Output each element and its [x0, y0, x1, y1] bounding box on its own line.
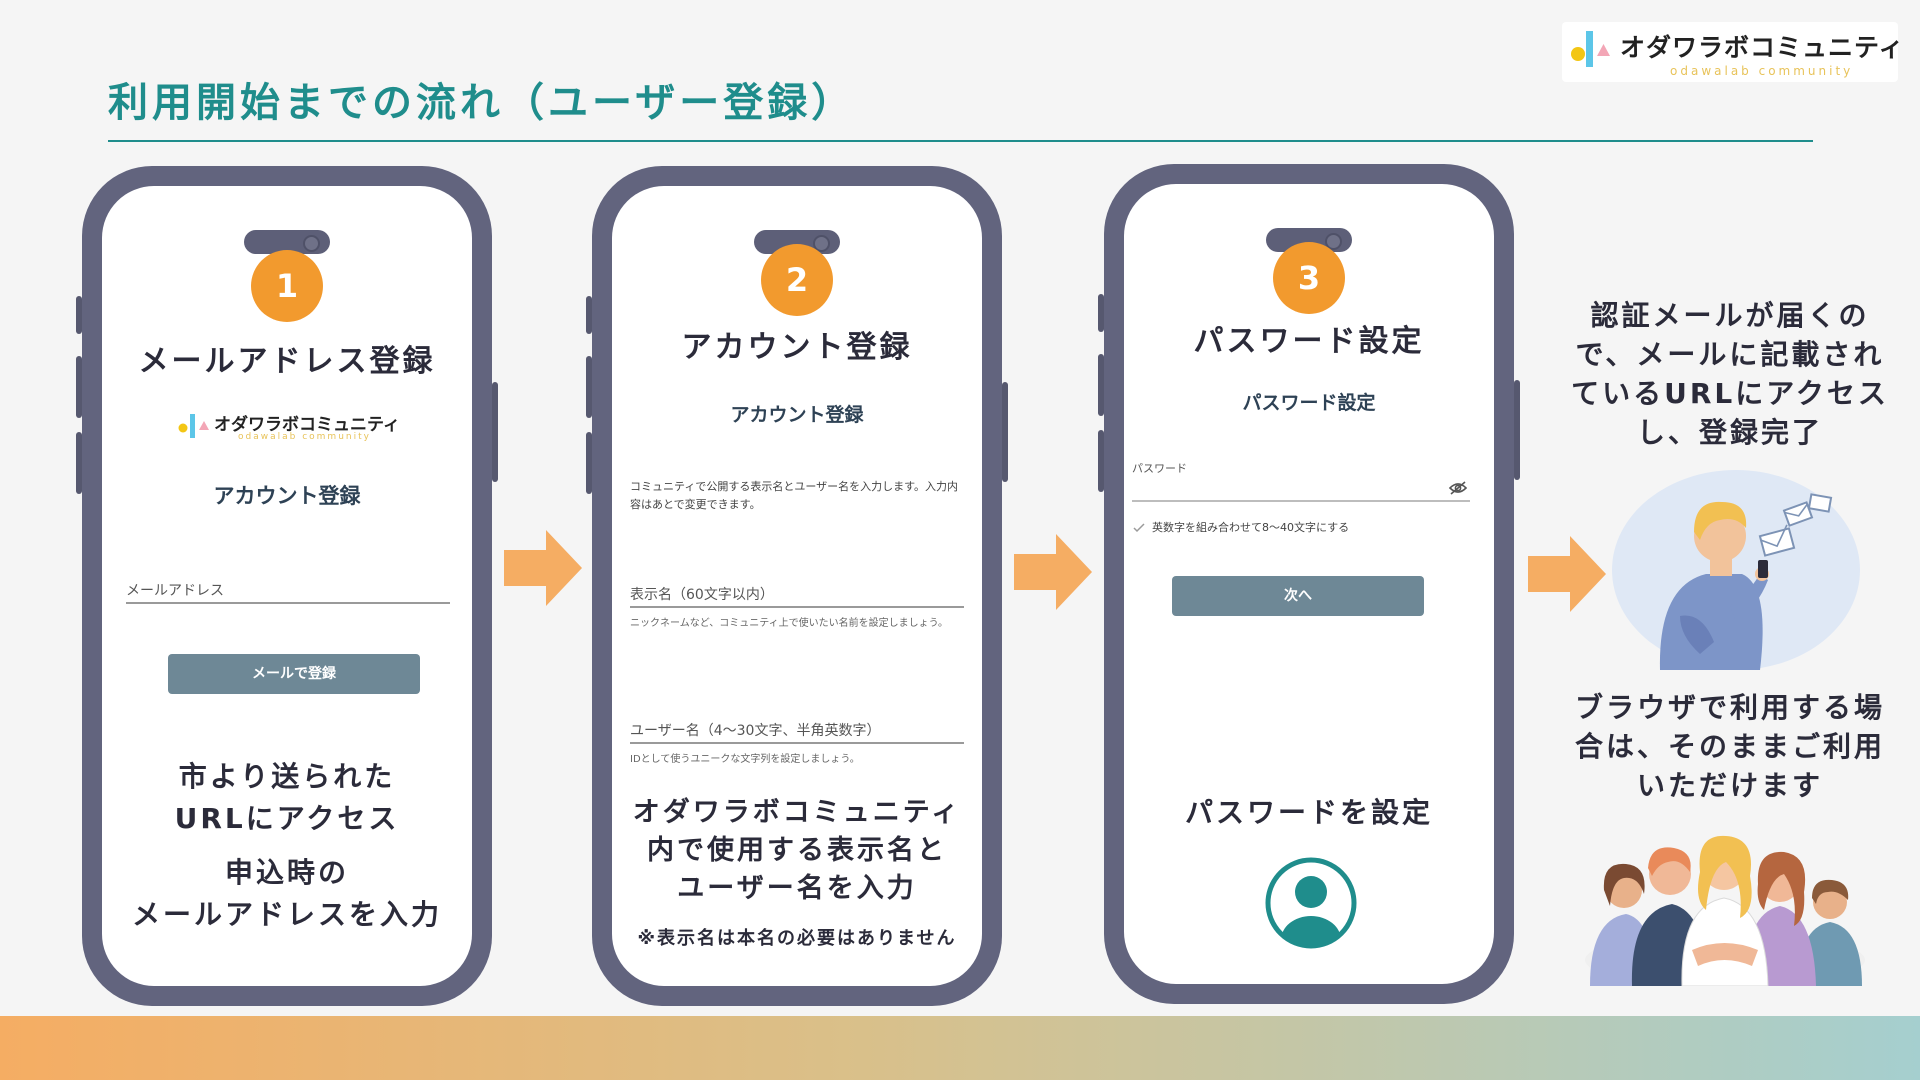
email-field[interactable]	[126, 602, 450, 604]
phone-side-button	[1098, 294, 1104, 332]
person-receiving-email-illustration	[1612, 470, 1860, 670]
step-2-note: ※表示名は本名の必要はありません	[637, 928, 957, 949]
phone-side-button	[1098, 354, 1104, 416]
arrow-right-icon	[504, 530, 582, 606]
phone-notch	[754, 230, 840, 254]
arrow-right-icon	[1014, 534, 1092, 610]
browser-usage-desc-line: 合は、そのままご利用	[1574, 730, 1885, 763]
password-field[interactable]	[1132, 500, 1470, 502]
phone-side-button	[586, 432, 592, 494]
display-name-label: 表示名（60文字以内）	[630, 587, 774, 603]
phone-screen: 2 アカウント登録 アカウント登録 コミュニティで公開する表示名とユーザー名を入…	[612, 186, 982, 986]
completion-desc-line: 認証メールが届くの	[1590, 299, 1870, 332]
phone-step-3: 3 パスワード設定 パスワード設定 パスワード 英数字を組み合わせて8〜40文字…	[1098, 164, 1520, 1004]
phone-side-button	[1514, 380, 1520, 480]
card-heading: アカウント登録	[730, 404, 864, 426]
completion-desc: 認証メールが届くの で、メールに記載され ているURLにアクセス し、登録完了	[1560, 296, 1900, 452]
username-hint: IDとして使うユニークな文字列を設定しましょう。	[630, 754, 860, 765]
arrow-right-icon	[1528, 536, 1606, 612]
phone-screen: 1 メールアドレス登録 オダワラボコミュニティ odawalab communi…	[102, 186, 472, 986]
phone-side-button	[1002, 382, 1008, 482]
step-2-desc-line-2: 内で使用する表示名と	[647, 835, 947, 866]
user-avatar-icon	[1265, 857, 1357, 949]
card-logo-mark-icon	[178, 414, 209, 438]
brand-logo-sub: odawalab community	[1670, 64, 1854, 78]
step-3-badge: 3	[1273, 242, 1345, 314]
brand-logo: オダワラボコミュニティ odawalab community	[1562, 22, 1904, 82]
step-2-badge: 2	[761, 244, 833, 316]
phone-screen: 3 パスワード設定 パスワード設定 パスワード 英数字を組み合わせて8〜40文字…	[1124, 184, 1494, 984]
completion-desc-line: し、登録完了	[1636, 416, 1823, 449]
phone-side-button	[1098, 430, 1104, 492]
password-field-label: パスワード	[1132, 462, 1187, 475]
step-2-title: アカウント登録	[681, 330, 913, 365]
step-2-desc-line-1: オダワラボコミュニティ	[632, 797, 962, 828]
step-1-desc-line-4: メールアドレスを入力	[131, 898, 442, 931]
step-1-desc-line-1: 市より送られた	[178, 760, 396, 793]
brand-logo-mark-icon	[1571, 31, 1610, 67]
title-divider	[108, 140, 1813, 142]
phone-side-button	[76, 356, 82, 418]
username-field[interactable]	[630, 742, 964, 744]
phone-side-button	[76, 432, 82, 494]
phone-side-button	[76, 296, 82, 334]
completion-desc-line: で、メールに記載され	[1575, 338, 1885, 371]
username-label: ユーザー名（4〜30文字、半角英数字）	[630, 723, 881, 739]
display-name-hint: ニックネームなど、コミュニティ上で使いたい名前を設定しましょう。	[630, 618, 948, 629]
display-name-field[interactable]	[630, 606, 964, 608]
browser-usage-desc: ブラウザで利用する場 合は、そのままご利用 いただけます	[1560, 688, 1900, 805]
phone-side-button	[492, 382, 498, 482]
brand-logo-name: オダワラボコミュニティ	[1620, 33, 1905, 62]
browser-usage-desc-line: ブラウザで利用する場	[1574, 691, 1885, 724]
page-title: 利用開始までの流れ（ユーザー登録）	[108, 80, 856, 126]
email-field-label: メールアドレス	[126, 583, 224, 599]
step-1-badge: 1	[251, 250, 323, 322]
step-1-desc-line-2: URLにアクセス	[174, 802, 400, 835]
account-intro-text: コミュニティで公開する表示名とユーザー名を入力します。入力内容はあとで変更できま…	[630, 480, 959, 511]
phone-side-button	[586, 296, 592, 334]
eye-slash-icon[interactable]	[1448, 480, 1468, 496]
email-signup-card: オダワラボコミュニティ odawalab community アカウント登録 メ…	[102, 394, 472, 712]
footer-gradient-bar	[0, 1016, 1920, 1080]
password-rule: 英数字を組み合わせて8〜40文字にする	[1152, 521, 1350, 534]
step-3-title: パスワード設定	[1193, 324, 1425, 359]
card-logo-name: オダワラボコミュニティ	[214, 415, 400, 435]
register-with-email-button[interactable]: メールで登録	[168, 654, 420, 694]
step-3-desc: パスワードを設定	[1184, 796, 1433, 829]
account-register-card: アカウント登録 コミュニティで公開する表示名とユーザー名を入力します。入力内容は…	[612, 380, 982, 782]
card-heading: アカウント登録	[213, 484, 361, 508]
group-of-people-illustration	[1585, 835, 1865, 986]
step-1-desc-line-3: 申込時の	[224, 856, 349, 889]
phone-side-button	[586, 356, 592, 418]
completion-desc-line: ているURLにアクセス	[1571, 377, 1889, 410]
card-heading: パスワード設定	[1242, 392, 1376, 414]
phone-step-1: 1 メールアドレス登録 オダワラボコミュニティ odawalab communi…	[76, 166, 498, 1006]
phone-step-2: 2 アカウント登録 アカウント登録 コミュニティで公開する表示名とユーザー名を入…	[586, 166, 1008, 1006]
next-button[interactable]: 次へ	[1172, 576, 1424, 616]
password-setup-card: パスワード設定 パスワード 英数字を組み合わせて8〜40文字にする 次へ	[1124, 370, 1494, 640]
step-2-desc-line-3: ユーザー名を入力	[677, 873, 917, 904]
step-1-title: メールアドレス登録	[138, 344, 436, 379]
card-logo-sub: odawalab community	[238, 432, 371, 442]
browser-usage-desc-line: いただけます	[1636, 769, 1823, 802]
check-icon	[1133, 523, 1145, 533]
